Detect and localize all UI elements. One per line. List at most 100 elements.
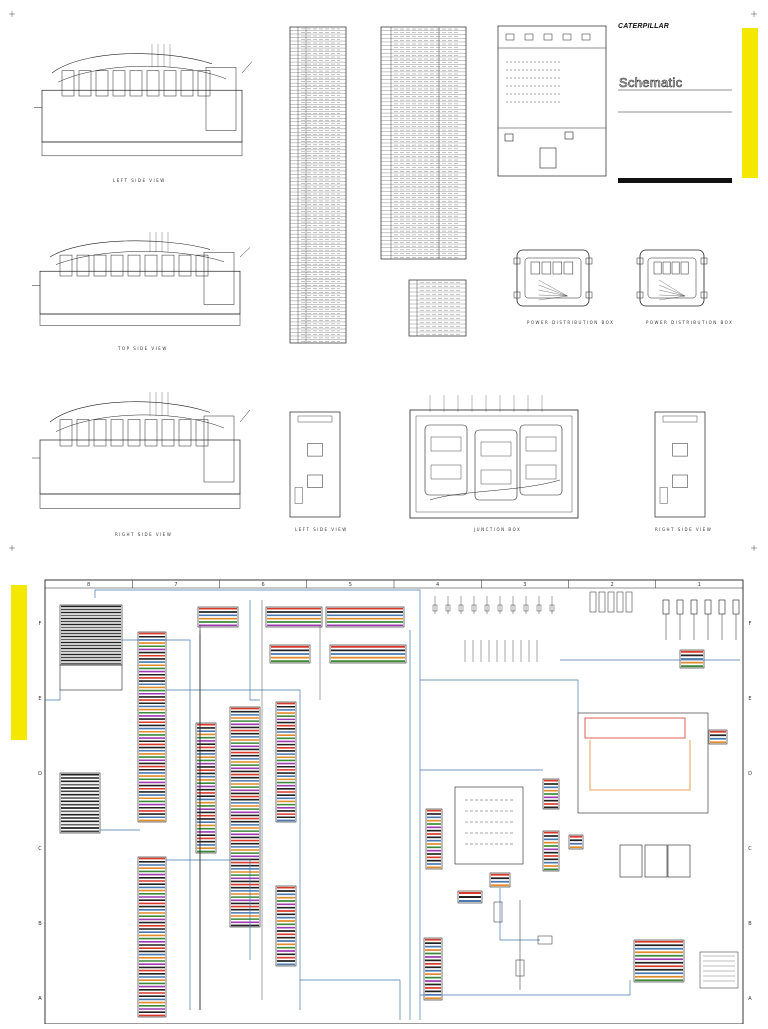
label-right-side-view-engine: RIGHT SIDE VIEW xyxy=(115,532,173,537)
terminal-connector xyxy=(484,604,490,612)
exhaust-manifold xyxy=(49,240,211,258)
cylinder-head xyxy=(95,70,109,97)
accessory-housing xyxy=(203,252,235,305)
legend-symbol xyxy=(562,33,572,41)
side-box-lid xyxy=(662,415,698,423)
pdb-wire xyxy=(538,284,568,297)
terminal-connector xyxy=(523,604,529,612)
side-box-connector xyxy=(672,443,688,457)
harness-bundle-left-lower xyxy=(137,856,167,1018)
terminal-connector xyxy=(471,604,477,612)
side-box-connector xyxy=(672,474,688,488)
connector-block xyxy=(425,808,443,870)
grid-row-label: F xyxy=(749,621,752,627)
pdb-fuse xyxy=(541,261,552,275)
connector-block xyxy=(633,939,685,983)
grid-row-label: E xyxy=(38,696,41,702)
parts-table-1 xyxy=(289,26,347,344)
connector-block xyxy=(269,644,311,664)
pdb-fuse xyxy=(671,261,680,275)
label-power-distribution-box-1: POWER DISTRIBUTION BOX xyxy=(527,320,615,325)
side-box-outline xyxy=(654,411,706,518)
cylinder-head xyxy=(178,419,192,447)
pdb-wire xyxy=(659,279,685,297)
intake-pipe xyxy=(55,414,225,432)
connector-top-2 xyxy=(265,606,323,628)
connector-top-5 xyxy=(329,644,407,664)
control-red-loop xyxy=(584,717,686,739)
legend-panel xyxy=(497,25,607,177)
terminal-connector xyxy=(445,604,451,612)
harness-mid-4 xyxy=(275,885,297,967)
accessory-housing xyxy=(205,67,237,131)
junction-box-connector xyxy=(430,436,462,452)
harness-right-3 xyxy=(633,939,685,983)
title-block xyxy=(618,89,732,183)
legend-symbol xyxy=(543,33,553,41)
wire-route xyxy=(420,980,631,996)
ecm-connector-j2 xyxy=(59,772,101,834)
accent-bar-bottom xyxy=(11,585,27,740)
harness-bottom-2 xyxy=(489,872,511,888)
pdb-mount xyxy=(585,291,593,299)
harness-mid-3 xyxy=(275,701,297,823)
pdb-mount xyxy=(585,257,593,265)
connector-block xyxy=(679,649,705,669)
junction-box-connector xyxy=(525,436,557,452)
terminal-connector xyxy=(589,591,597,613)
legend-frame xyxy=(497,25,607,177)
cylinder-head xyxy=(112,70,126,97)
engine-right-side-view xyxy=(32,392,251,509)
legend-relay xyxy=(539,147,557,169)
pdb-wire xyxy=(659,284,685,297)
connector-block xyxy=(329,644,407,664)
connector-block xyxy=(195,722,217,854)
junction-box-module xyxy=(474,429,518,501)
cylinder-head xyxy=(144,419,158,447)
connector-block xyxy=(423,937,443,1001)
plug-connector xyxy=(704,599,712,615)
plug-connector xyxy=(676,599,684,615)
connector-block xyxy=(197,606,239,628)
relay-module xyxy=(454,786,524,865)
pdb-fuse xyxy=(530,261,541,275)
engine-block xyxy=(41,89,243,143)
terminal-connector xyxy=(497,604,503,612)
legend-symbol xyxy=(505,33,515,41)
oil-pan xyxy=(39,493,241,509)
pdb-mount xyxy=(636,257,644,265)
sensor-body xyxy=(537,935,553,945)
connector-block xyxy=(708,729,728,745)
pdb-wire xyxy=(538,289,568,297)
grid-col-label: 8 xyxy=(87,582,90,588)
power-distribution-box-left xyxy=(513,249,593,307)
connector-top-4 xyxy=(269,644,311,664)
driver-module-2 xyxy=(644,844,668,878)
oil-pan xyxy=(41,141,243,157)
connector-block xyxy=(59,772,101,834)
plug-connector xyxy=(662,599,670,615)
plug-connector xyxy=(690,599,698,615)
cylinder-head xyxy=(180,70,194,97)
junction-box-outline xyxy=(409,409,579,519)
pdb-wire xyxy=(538,294,568,297)
junction-box-module xyxy=(519,424,563,496)
wire-legend-box xyxy=(699,951,739,989)
legend-symbol xyxy=(581,33,591,41)
harness-center-2 xyxy=(542,778,560,810)
wire-route xyxy=(166,859,251,960)
control-panel xyxy=(577,712,709,814)
leader xyxy=(239,409,251,423)
grid-col-label: 3 xyxy=(523,582,526,588)
parts-table-3 xyxy=(408,279,467,337)
harness-center-4 xyxy=(568,834,584,850)
pdb-fuse xyxy=(680,261,689,275)
sensor-body xyxy=(493,901,503,923)
label-left-side-view-engine: LEFT SIDE VIEW xyxy=(113,178,166,183)
cylinder-head xyxy=(78,70,92,97)
connector-block xyxy=(137,631,167,823)
cylinder-head xyxy=(76,419,90,447)
cylinder-head xyxy=(161,419,175,447)
connector-top-3 xyxy=(325,606,405,628)
